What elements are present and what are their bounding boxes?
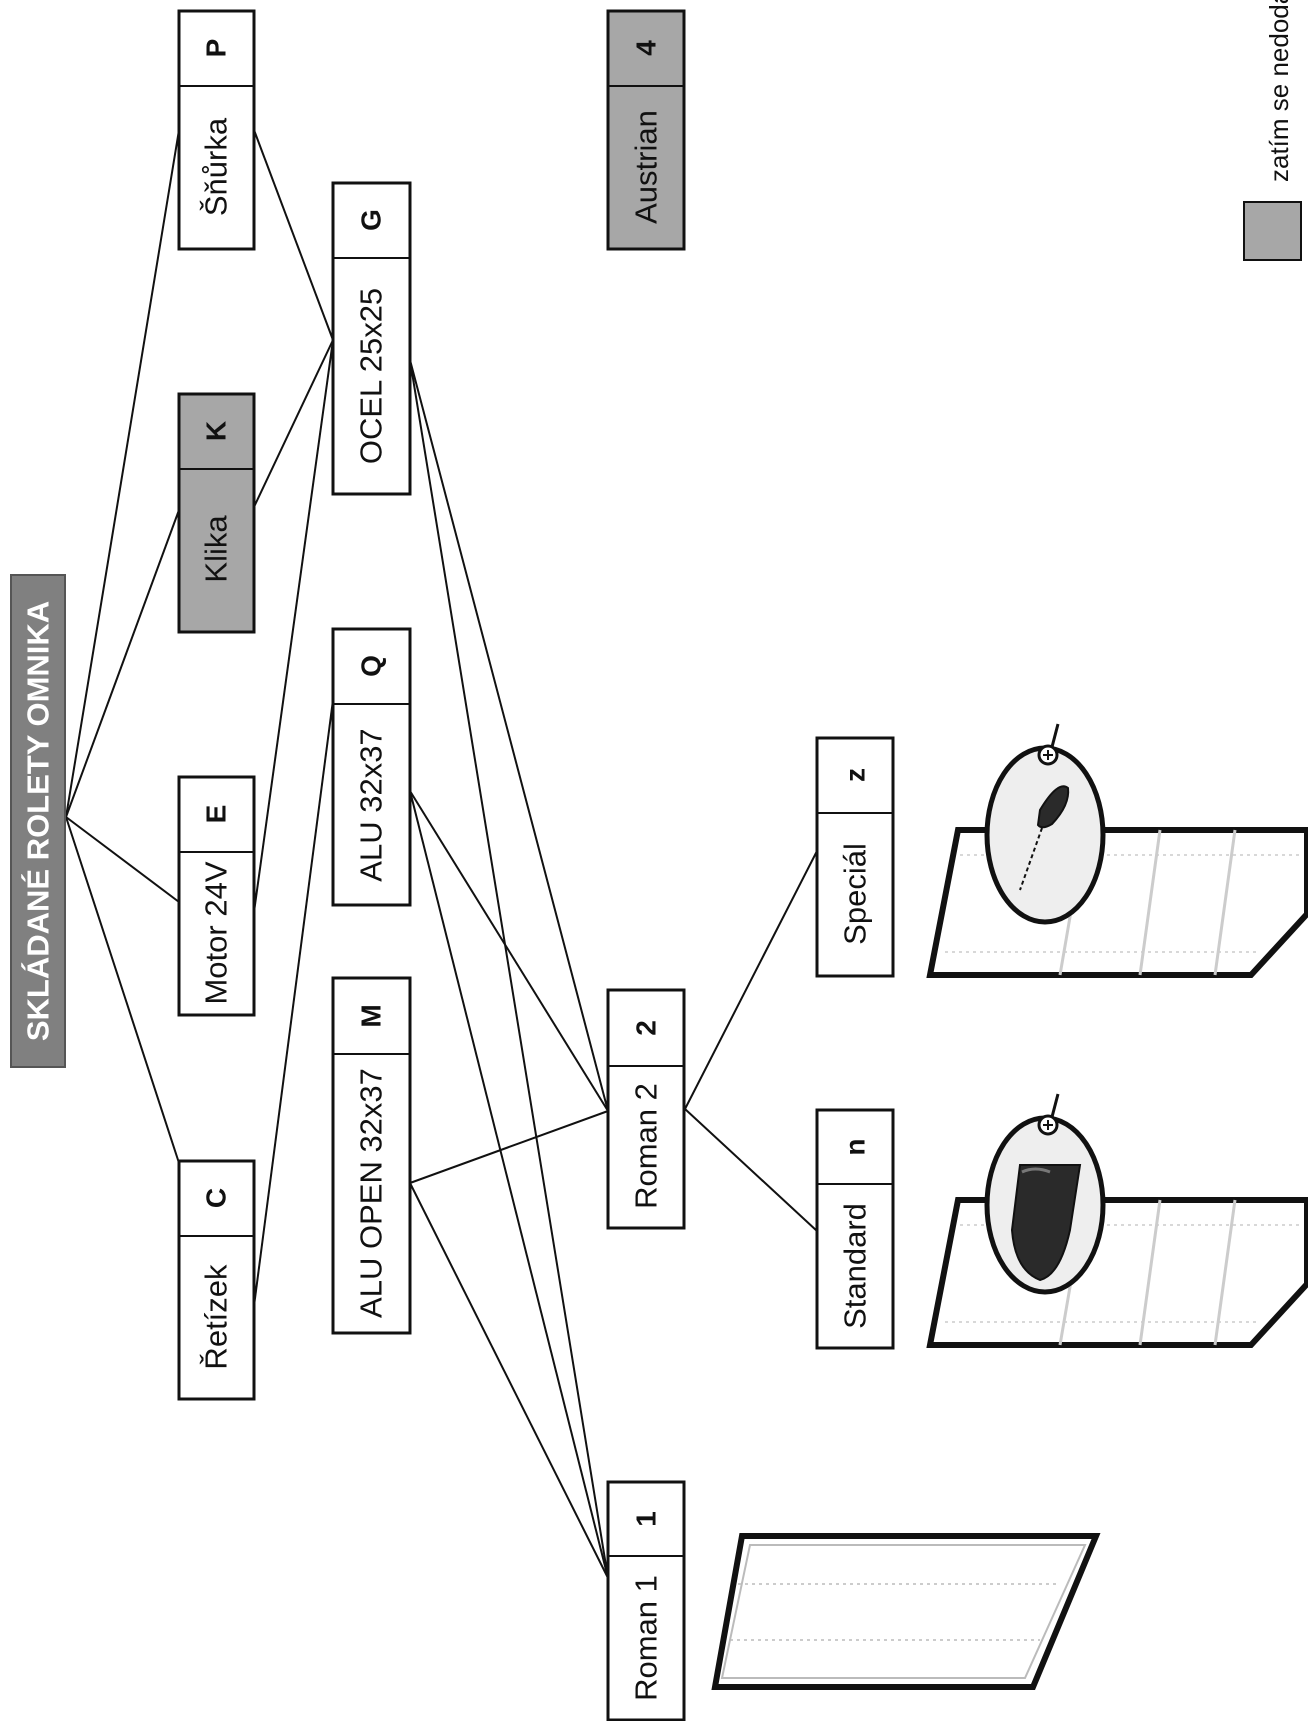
edge-title-retizek xyxy=(65,816,180,1164)
node-austrian-label: Austrian xyxy=(629,110,664,224)
node-alu: ALU 32x37 Q xyxy=(331,627,412,907)
node-alu-open: ALU OPEN 32x37 M xyxy=(331,976,412,1335)
node-motor: Motor 24V E xyxy=(177,775,256,1017)
edge-retizek-aluopen xyxy=(253,699,334,1307)
node-alu-code: Q xyxy=(356,655,387,677)
node-alu-open-label: ALU OPEN 32x37 xyxy=(354,1068,389,1318)
node-snurka: Šňůrka P xyxy=(177,9,256,251)
edge-alu-roman1 xyxy=(409,790,609,1579)
node-special: Speciál z xyxy=(815,736,895,978)
node-roman2-label: Roman 2 xyxy=(629,1083,664,1209)
edge-klika-ocel xyxy=(253,339,334,508)
edge-aluopen-roman2 xyxy=(409,1110,609,1184)
roman1-shade-illustration xyxy=(711,1533,1101,1690)
node-standard-code: n xyxy=(840,1138,871,1155)
node-standard: Standard n xyxy=(815,1108,895,1350)
node-ocel: OCEL 25x25 G xyxy=(331,181,412,496)
title-block: SKLÁDANÉ ROLETY OMNIKA xyxy=(10,574,66,1068)
title-background xyxy=(10,574,66,1068)
edge-title-klika xyxy=(65,509,180,818)
edge-alu-roman2 xyxy=(409,790,609,1112)
standard-shade-illustration xyxy=(926,1093,1308,1348)
node-klika-label: Klika xyxy=(199,515,234,583)
node-motor-label: Motor 24V xyxy=(199,861,234,1004)
node-roman1-label: Roman 1 xyxy=(629,1575,664,1701)
node-special-label: Speciál xyxy=(838,843,873,945)
edge-title-motor xyxy=(65,816,180,903)
page-title: SKLÁDANÉ ROLETY OMNIKA xyxy=(21,601,56,1041)
edge-roman2-special xyxy=(684,850,818,1110)
edge-roman2-standard xyxy=(684,1108,818,1232)
node-roman1-code: 1 xyxy=(631,1511,662,1527)
node-standard-label: Standard xyxy=(838,1203,873,1329)
node-ocel-code: G xyxy=(356,209,387,231)
edge-title-snurka xyxy=(65,129,180,818)
node-special-code: z xyxy=(840,768,871,782)
node-roman2-code: 2 xyxy=(631,1020,662,1036)
node-austrian-code: 4 xyxy=(631,40,662,56)
legend-swatch xyxy=(1243,201,1302,261)
node-snurka-code: P xyxy=(201,39,232,58)
node-roman1: Roman 1 1 xyxy=(606,1480,686,1721)
node-ocel-label: OCEL 25x25 xyxy=(354,288,389,464)
special-shade-illustration xyxy=(926,723,1308,978)
legend-label: zatím se nedodá xyxy=(1264,0,1294,182)
edge-snurka-ocel xyxy=(253,129,334,341)
node-retizek: Řetízek C xyxy=(177,1159,256,1401)
node-retizek-code: C xyxy=(201,1188,232,1208)
connectors xyxy=(65,129,818,1579)
edge-ocel-roman2 xyxy=(409,359,609,1112)
edge-aluopen-roman1 xyxy=(409,1182,609,1579)
node-alu-open-code: M xyxy=(356,1004,387,1027)
node-alu-label: ALU 32x37 xyxy=(354,728,389,881)
edge-motor-alu xyxy=(253,339,334,913)
node-roman2: Roman 2 2 xyxy=(606,988,686,1230)
legend: zatím se nedodá xyxy=(1243,0,1302,261)
node-motor-code: E xyxy=(201,805,232,824)
node-klika-code: K xyxy=(201,421,232,441)
node-austrian: Austrian 4 xyxy=(606,9,686,251)
edge-ocel-roman1 xyxy=(409,359,609,1579)
node-snurka-label: Šňůrka xyxy=(199,117,234,216)
node-klika: Klika K xyxy=(177,392,256,634)
node-retizek-label: Řetízek xyxy=(199,1264,234,1370)
